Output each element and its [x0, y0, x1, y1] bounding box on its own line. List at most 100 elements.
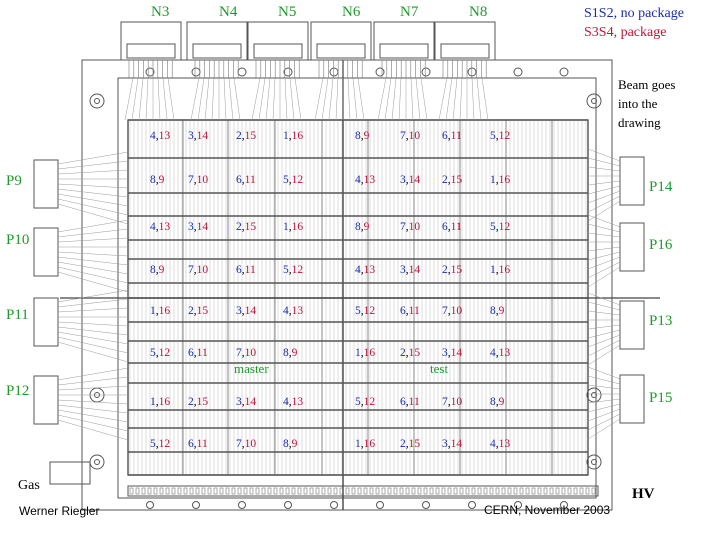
- rail-hole: [560, 501, 568, 509]
- connector-wire: [57, 321, 129, 327]
- connector-wire: [124, 77, 134, 121]
- pad-pair-s3s4: 16: [363, 347, 376, 359]
- pad-pair: 6,11: [400, 396, 420, 408]
- pad-pair: 1,16: [150, 305, 170, 317]
- connector-wire: [131, 77, 139, 121]
- mount-hole: [586, 387, 602, 403]
- pad-pair-s3s4: 10: [244, 438, 257, 450]
- pad-pair-s1s2: 7: [236, 438, 242, 450]
- pad-pair-s3s4: 9: [158, 264, 165, 276]
- pad-pair: 1,16: [283, 130, 303, 142]
- pad-pair-s3s4: 15: [408, 347, 421, 359]
- pad-pair-s1s2: 1: [150, 396, 156, 408]
- pad-pair-s1s2: 2: [188, 396, 194, 408]
- connector-wire: [587, 148, 621, 162]
- beam-note-line2: into the: [618, 96, 658, 111]
- pad-pair-separator: ,: [495, 130, 499, 142]
- pad-pair-s1s2: 7: [400, 130, 406, 142]
- connector-wire: [211, 77, 215, 121]
- pad-pair-separator: ,: [241, 347, 245, 359]
- connector-wire: [587, 398, 621, 404]
- beam-note-line3: drawing: [618, 115, 661, 130]
- pad-pair-s1s2: 4: [490, 347, 496, 359]
- pad-pair-s3s4: 16: [498, 264, 511, 276]
- pad-pair-separator: ,: [241, 305, 245, 317]
- rail-hole: [145, 67, 155, 77]
- connector-wire: [57, 198, 129, 216]
- hv-pin: [345, 487, 350, 495]
- pad-pair-s3s4: 13: [291, 396, 304, 408]
- hv-pin: [297, 487, 302, 495]
- side-connector-left: [33, 297, 59, 347]
- pad-pair-separator: ,: [495, 438, 499, 450]
- connector-wire: [57, 228, 129, 238]
- connector-label-p14: P14: [649, 179, 673, 195]
- pad-pair: 5,12: [355, 305, 375, 317]
- hv-strip: [127, 485, 599, 497]
- top-connector-body: [316, 43, 366, 59]
- connector-label-n5: N5: [278, 4, 297, 20]
- hv-pin: [207, 487, 212, 495]
- pad-pair-separator: ,: [360, 264, 364, 276]
- pad-pair: 1,16: [490, 174, 510, 186]
- hv-pin: [135, 487, 140, 495]
- pad-pair-s1s2: 3: [236, 396, 242, 408]
- pad-pair-separator: ,: [360, 347, 364, 359]
- pad-pair-s3s4: 11: [450, 130, 462, 142]
- side-connector-right: [619, 374, 645, 424]
- connector-wire: [587, 180, 621, 186]
- gas-label: Gas: [18, 478, 40, 493]
- pad-pair: 3,14: [442, 438, 462, 450]
- connector-wire: [197, 77, 205, 121]
- connector-wire: [459, 77, 463, 121]
- pad-pair: 7,10: [400, 221, 420, 233]
- connector-wire: [57, 336, 129, 354]
- pad-pair-s3s4: 10: [196, 264, 209, 276]
- pad-pair-s1s2: 8: [490, 396, 496, 408]
- pad-pair: 2,15: [442, 174, 462, 186]
- connector-wire: [587, 246, 621, 252]
- connector-label-n4: N4: [219, 4, 238, 20]
- connector-wire: [57, 151, 129, 165]
- pad-pair-separator: ,: [405, 396, 409, 408]
- pad-pair: 4,13: [355, 174, 375, 186]
- pad-pair-s1s2: 7: [188, 174, 194, 186]
- mount-hole: [89, 93, 105, 109]
- connector-wire: [57, 183, 129, 189]
- connector-wire: [587, 251, 621, 261]
- connector-wire: [587, 403, 621, 413]
- pad-pair-separator: ,: [155, 305, 159, 317]
- pad-pair-s3s4: 15: [196, 396, 209, 408]
- pad-pair-separator: ,: [405, 264, 409, 276]
- pad-pair-s1s2: 1: [490, 174, 496, 186]
- connector-wire: [352, 77, 358, 121]
- connector-wire: [57, 289, 129, 303]
- rail-hole: [283, 67, 293, 77]
- top-connector-body: [192, 43, 242, 59]
- connector-wire: [314, 77, 324, 121]
- rail-hole: [191, 67, 201, 77]
- pad-pair-s1s2: 7: [442, 396, 448, 408]
- pad-pair-separator: ,: [447, 347, 451, 359]
- pad-pair-s1s2: 2: [188, 305, 194, 317]
- test-label: test: [430, 361, 449, 376]
- pad-pair-s3s4: 9: [363, 221, 370, 233]
- pad-pair-s3s4: 10: [408, 130, 421, 142]
- connector-wire: [587, 195, 621, 213]
- pad-pair-separator: ,: [241, 396, 245, 408]
- hv-pin: [141, 487, 146, 495]
- hv-pin: [423, 487, 428, 495]
- connector-wire: [204, 77, 210, 121]
- pad-pair-s1s2: 5: [150, 347, 156, 359]
- connector-wire: [587, 301, 621, 311]
- pad-pair-s3s4: 11: [408, 396, 420, 408]
- hv-pin: [129, 487, 134, 495]
- hv-pin: [447, 487, 452, 495]
- pad-pair: 8,9: [150, 264, 164, 276]
- pad-pair-s3s4: 13: [158, 221, 171, 233]
- master-label: master: [234, 361, 269, 376]
- hv-pin: [273, 487, 278, 495]
- pad-pair-s1s2: 6: [236, 264, 242, 276]
- pad-pair-s3s4: 16: [291, 221, 304, 233]
- hv-pin: [189, 487, 194, 495]
